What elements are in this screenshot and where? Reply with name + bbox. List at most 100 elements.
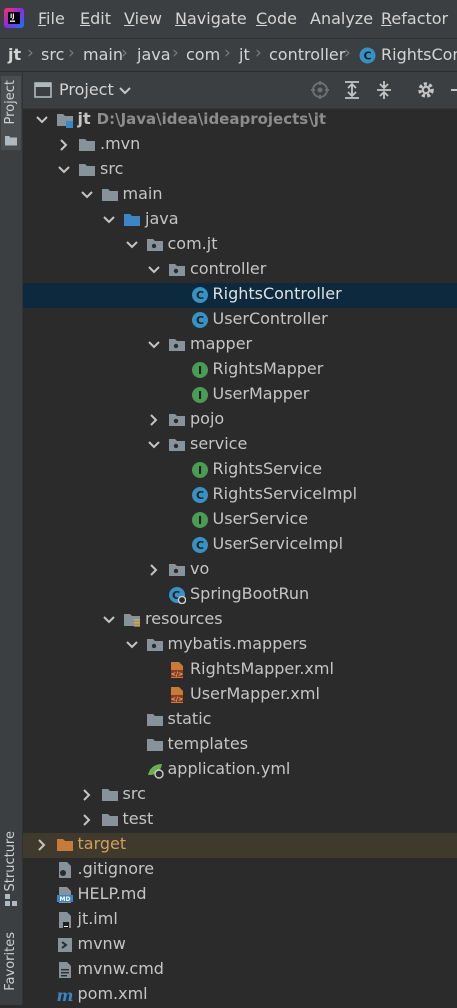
intellij-logo-icon[interactable]: IJ bbox=[4, 8, 24, 28]
menu-view[interactable]: View bbox=[124, 9, 162, 28]
tree-row[interactable]: service bbox=[23, 433, 457, 458]
package-icon bbox=[169, 439, 185, 451]
chevron-down-icon[interactable] bbox=[146, 337, 162, 353]
chevron-down-icon[interactable] bbox=[119, 86, 131, 96]
tree-item-label: .mvn bbox=[100, 134, 141, 153]
chevron-right-icon[interactable] bbox=[56, 137, 72, 153]
breadcrumb-item[interactable]: main bbox=[83, 45, 123, 64]
tree-item-label: src bbox=[122, 784, 146, 803]
structure-tool-tab[interactable]: Structure bbox=[1, 827, 21, 912]
chevron-down-icon[interactable] bbox=[101, 212, 117, 228]
menu-analyze[interactable]: Analyze bbox=[310, 9, 374, 28]
tree-row[interactable]: target bbox=[23, 833, 457, 858]
tree-row[interactable]: static bbox=[23, 708, 457, 733]
chevron-right-icon[interactable] bbox=[34, 837, 50, 853]
tree-item-label: src bbox=[100, 159, 124, 178]
tree-row[interactable]: </>UserMapper.xml bbox=[23, 683, 457, 708]
hide-icon[interactable] bbox=[449, 79, 457, 101]
breadcrumb-item[interactable]: src bbox=[41, 45, 65, 64]
chevron-down-icon[interactable] bbox=[146, 437, 162, 453]
folder-icon bbox=[101, 189, 118, 201]
collapse-all-icon[interactable] bbox=[373, 79, 395, 101]
gear-icon[interactable] bbox=[415, 79, 437, 101]
class-icon: C bbox=[191, 287, 208, 303]
menu-edit[interactable]: Edit bbox=[80, 9, 111, 28]
breadcrumb-item[interactable]: jt bbox=[239, 45, 250, 64]
tree-row[interactable]: </>RightsMapper.xml bbox=[23, 658, 457, 683]
text-file-icon bbox=[58, 962, 71, 978]
tree-row[interactable]: pojo bbox=[23, 408, 457, 433]
tree-row[interactable]: resources bbox=[23, 608, 457, 633]
chevron-down-icon[interactable] bbox=[101, 612, 117, 628]
maven-file-icon: m bbox=[56, 986, 73, 1004]
tree-row[interactable]: main bbox=[23, 183, 457, 208]
breadcrumb-separator: › bbox=[255, 43, 262, 63]
expand-all-icon[interactable] bbox=[341, 79, 363, 101]
tree-item-label: mybatis.mappers bbox=[167, 634, 308, 653]
folder-icon bbox=[101, 814, 118, 826]
package-icon bbox=[146, 239, 163, 251]
chevron-right-icon[interactable] bbox=[79, 787, 95, 803]
tree-row[interactable]: test bbox=[23, 808, 457, 833]
chevron-down-icon[interactable] bbox=[56, 162, 72, 178]
toolwindow-title[interactable]: Project bbox=[59, 80, 114, 99]
menu-refactor[interactable]: Refactor bbox=[381, 9, 449, 28]
chevron-down-icon[interactable] bbox=[34, 112, 50, 128]
chevron-down-icon[interactable] bbox=[124, 237, 140, 253]
tree-row[interactable]: src bbox=[23, 158, 457, 183]
chevron-right-icon[interactable] bbox=[79, 812, 95, 828]
tree-row[interactable]: com.jt bbox=[23, 233, 457, 258]
tree-row[interactable]: templates bbox=[23, 733, 457, 758]
breadcrumb-item[interactable]: RightsCon bbox=[381, 45, 457, 64]
menu-navigate[interactable]: Navigate bbox=[175, 9, 247, 28]
tree-row[interactable]: application.yml bbox=[23, 758, 457, 783]
menu-file[interactable]: File bbox=[38, 9, 65, 28]
tree-item-label: UserService bbox=[212, 509, 309, 528]
menu-code[interactable]: Code bbox=[256, 9, 297, 28]
tree-row[interactable]: mybatis.mappers bbox=[23, 633, 457, 658]
chevron-right-icon[interactable] bbox=[146, 562, 162, 578]
tree-row[interactable]: mapper bbox=[23, 333, 457, 358]
tree-row[interactable]: controller bbox=[23, 258, 457, 283]
breadcrumb-item[interactable]: com bbox=[186, 45, 221, 64]
tree-item-label: service bbox=[190, 434, 248, 453]
chevron-down-icon[interactable] bbox=[146, 262, 162, 278]
favorites-tab-label: Favorites bbox=[3, 932, 18, 991]
breadcrumb-item[interactable]: controller bbox=[269, 45, 346, 64]
xml-file-icon: </> bbox=[171, 662, 183, 678]
chevron-down-icon[interactable] bbox=[124, 637, 140, 653]
breadcrumb-item[interactable]: java bbox=[137, 45, 171, 64]
breadcrumb-separator: › bbox=[344, 43, 351, 63]
tree-item-label: pom.xml bbox=[77, 984, 148, 1003]
tree-row[interactable]: java bbox=[23, 208, 457, 233]
tree-item-label: pojo bbox=[190, 409, 225, 428]
chevron-down-icon[interactable] bbox=[79, 187, 95, 203]
tree-row[interactable]: .mvn bbox=[23, 133, 457, 158]
tree-item-label: RightsService bbox=[212, 459, 323, 478]
tree-row[interactable]: mvnw bbox=[23, 933, 457, 958]
tree-row[interactable]: src bbox=[23, 783, 457, 808]
tree-row[interactable]: .gitignore bbox=[23, 858, 457, 883]
tree-row[interactable]: mvnw.cmd bbox=[23, 958, 457, 983]
breadcrumb-item[interactable]: jt bbox=[8, 45, 22, 64]
favorites-tool-tab[interactable]: Favorites bbox=[1, 928, 21, 1005]
package-icon bbox=[146, 639, 163, 651]
tree-row[interactable]: vo bbox=[23, 558, 457, 583]
tree-row[interactable]: jt.iml bbox=[23, 908, 457, 933]
project-tool-tab[interactable]: Project bbox=[1, 76, 21, 150]
iml-file-icon bbox=[58, 912, 71, 928]
locate-icon[interactable] bbox=[309, 79, 331, 101]
chevron-right-icon[interactable] bbox=[146, 412, 162, 428]
